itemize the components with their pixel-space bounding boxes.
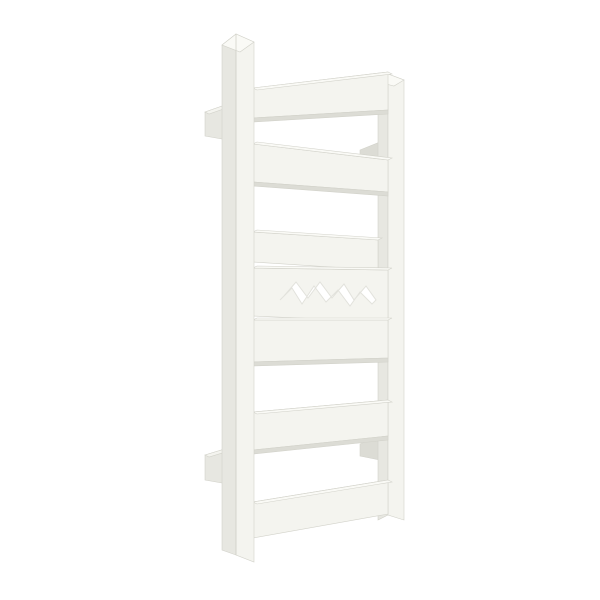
bar-5 [252, 317, 393, 367]
cross-bars [251, 71, 394, 539]
bar-4-notched [252, 265, 393, 323]
bar-2 [251, 141, 394, 197]
bar-3 [251, 229, 384, 271]
bar-7 [252, 479, 393, 539]
left-rail [221, 33, 255, 563]
zigzag-cutout [279, 281, 377, 307]
bar-6 [251, 399, 394, 455]
bar-1 [251, 71, 394, 123]
